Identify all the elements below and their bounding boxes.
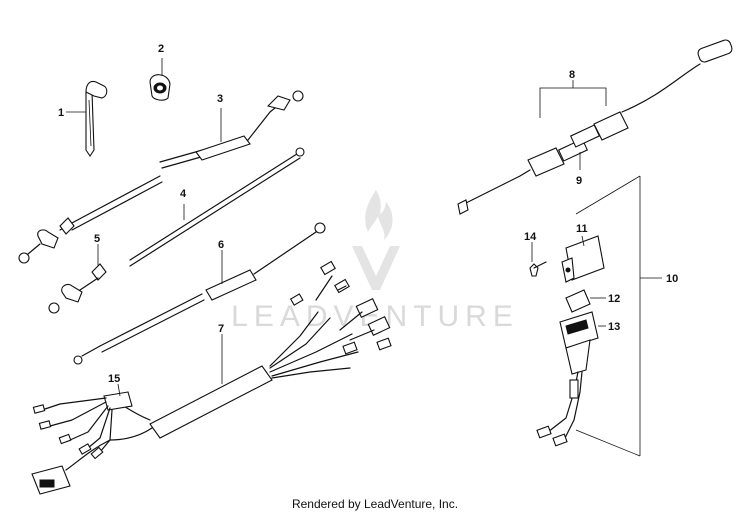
part-10-switch-assembly — [575, 175, 662, 457]
watermark: LEADVENTURE — [231, 190, 513, 333]
part-label-2: 2 — [158, 43, 164, 55]
part-label-7: 7 — [218, 323, 224, 335]
part-12-fuse — [565, 289, 606, 313]
part-3-cable — [159, 90, 304, 169]
part-label-8: 8 — [569, 69, 575, 81]
part-label-12: 12 — [608, 293, 620, 305]
part-label-1: 1 — [58, 107, 64, 119]
part-1-clip — [66, 80, 108, 157]
part-2-clamp — [149, 58, 171, 101]
part-label-13: 13 — [608, 321, 620, 333]
part-6-cable — [73, 222, 326, 365]
watermark-logo-icon — [352, 190, 400, 290]
part-label-10: 10 — [666, 273, 678, 285]
part-label-9: 9 — [576, 175, 582, 187]
part-label-3: 3 — [217, 93, 223, 105]
part-11-relay — [561, 235, 605, 283]
part-7-wire-harness — [149, 260, 392, 439]
part-label-5: 5 — [94, 233, 100, 245]
part-label-14: 14 — [524, 231, 537, 243]
part-15-harness-branch — [31, 383, 153, 495]
part-label-4: 4 — [180, 188, 187, 200]
part-label-6: 6 — [218, 239, 224, 251]
part-label-15: 15 — [108, 373, 120, 385]
part-13-switch — [536, 311, 606, 447]
part-label-11: 11 — [576, 223, 588, 235]
part-8-fuse-holder — [457, 39, 733, 215]
part-4-cable — [18, 147, 305, 267]
part-5-cable-end — [48, 244, 107, 314]
footer-credit: Rendered by LeadVenture, Inc. — [292, 497, 458, 511]
part-14-screw — [529, 242, 547, 277]
